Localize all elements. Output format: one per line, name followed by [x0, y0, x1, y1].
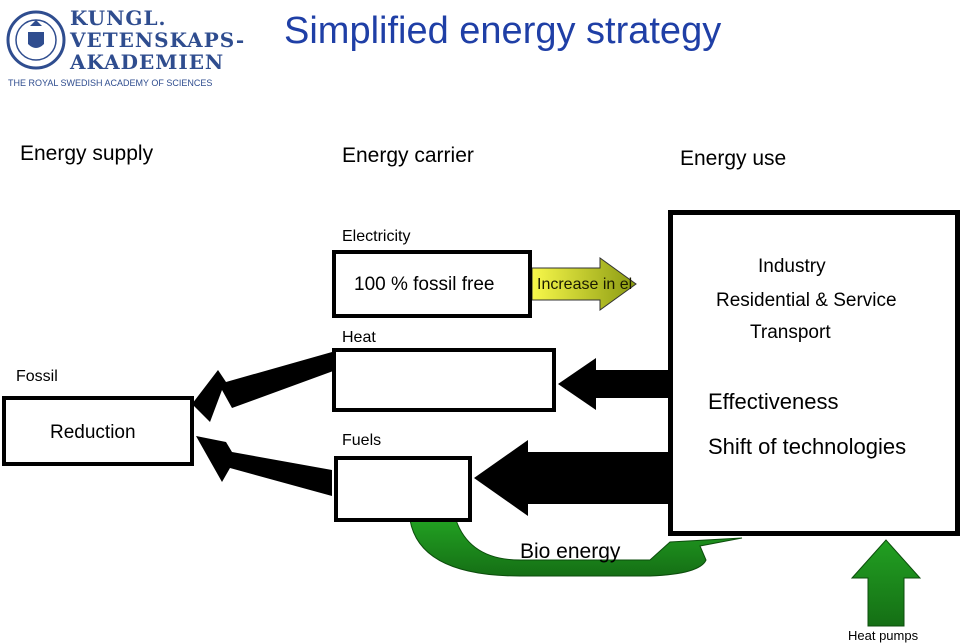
- logo-line-3: AKADEMIEN: [70, 50, 225, 74]
- heat-pumps-label: Heat pumps: [848, 628, 919, 643]
- effectiveness-label: Effectiveness: [708, 389, 839, 414]
- increase-el-label: Increase in el: [537, 276, 633, 293]
- page-title: Simplified energy strategy: [284, 10, 722, 52]
- electricity-label: Electricity: [342, 228, 411, 245]
- logo-tagline: THE ROYAL SWEDISH ACADEMY OF SCIENCES: [8, 78, 213, 88]
- heat-pumps-arrow: [850, 539, 922, 627]
- fuels-label: Fuels: [342, 432, 382, 449]
- heat-box: [332, 348, 556, 412]
- electricity-box: [332, 250, 532, 318]
- shift-of-technologies-label: Shift of technologies: [708, 434, 907, 459]
- fuels-box: [334, 456, 472, 522]
- academy-seal-icon: [6, 10, 66, 70]
- reduction-label: Reduction: [50, 422, 136, 443]
- bio-energy-label: Bio energy: [520, 540, 621, 563]
- sector-residential-service: Residential & Service: [716, 290, 897, 311]
- fossil-heat-arrow: [558, 358, 668, 410]
- supply-fossil-label: Fossil: [16, 368, 58, 385]
- logo-line-1: KUNGL.: [70, 6, 167, 30]
- fossil-heat-label: Fossil: [604, 376, 638, 391]
- increase-el-arrow: [531, 257, 637, 311]
- electricity-box-label: 100 % fossil free: [354, 274, 495, 295]
- reduction-box: [2, 396, 194, 466]
- sector-industry: Industry: [758, 256, 826, 277]
- column-energy-use: Energy use: [680, 147, 787, 170]
- fossil-down-arrow: [196, 436, 332, 496]
- bio-energy-arrow: [409, 519, 743, 577]
- sector-transport: Transport: [750, 322, 831, 343]
- energy-use-box: [668, 210, 960, 536]
- fossil-up-arrow: [192, 352, 336, 422]
- column-energy-supply: Energy supply: [20, 142, 154, 165]
- heat-label: Heat: [342, 329, 376, 346]
- academy-logo: KUNGL. VETENSKAPS- AKADEMIEN THE ROYAL S…: [4, 4, 244, 90]
- logo-line-2: VETENSKAPS-: [70, 28, 246, 52]
- column-energy-carrier: Energy carrier: [342, 144, 474, 167]
- fossil-fuels-label: Fossil: [563, 478, 605, 495]
- fossil-fuels-arrow: [474, 440, 668, 516]
